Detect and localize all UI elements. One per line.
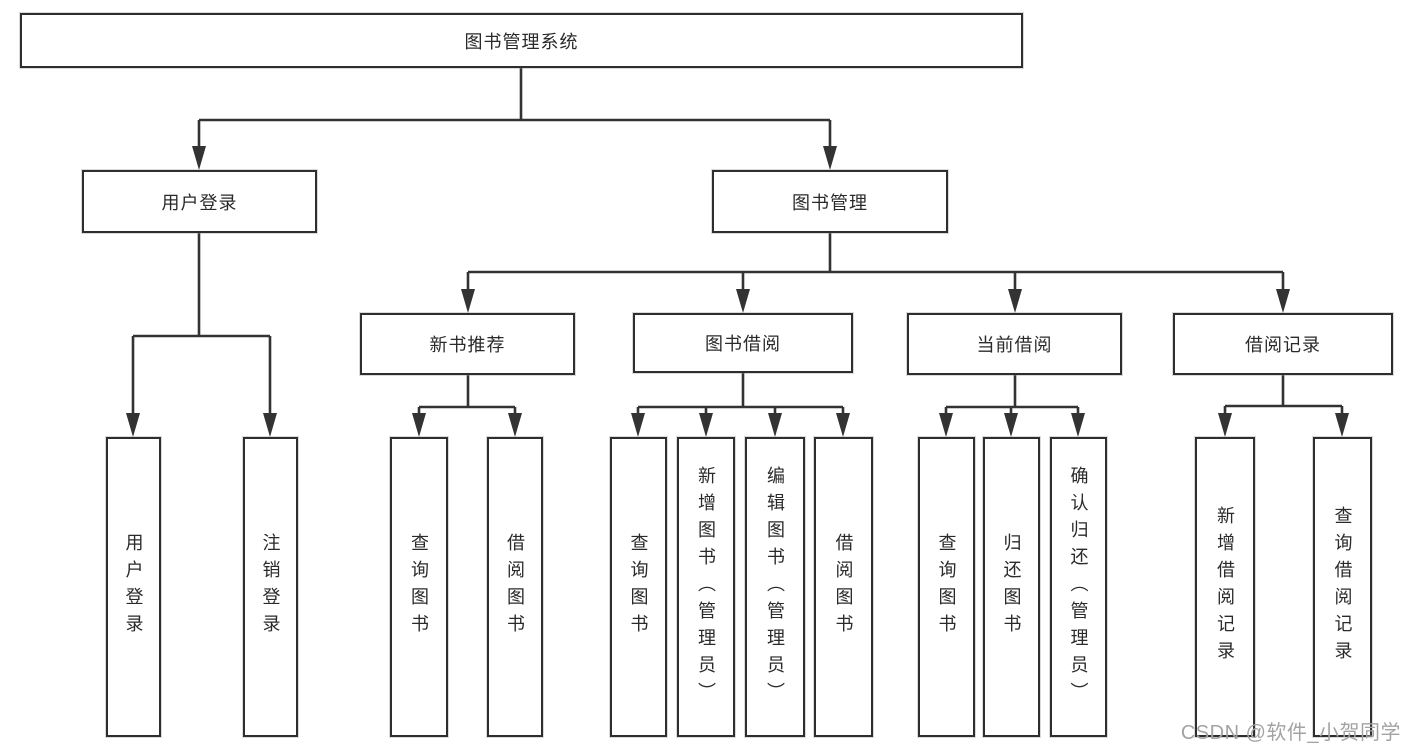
node-book-management: 图书管理 xyxy=(712,170,948,233)
leaf-logout: 注销登录 xyxy=(243,437,298,737)
node-label: 注销登录 xyxy=(260,533,281,641)
node-label: 查询图书 xyxy=(409,533,429,641)
node-label: 新书推荐 xyxy=(429,335,506,355)
node-label: 归还图书 xyxy=(1001,533,1022,641)
node-label: 确认归还（管理员） xyxy=(1068,465,1089,709)
leaf-edit-books-admin: 编辑图书（管理员） xyxy=(745,437,805,737)
node-user-login: 用户登录 xyxy=(82,170,317,233)
leaf-query-books-recommend: 查询图书 xyxy=(390,437,448,737)
node-label: 借阅图书 xyxy=(833,533,854,641)
node-label: 查询图书 xyxy=(628,533,649,641)
node-new-book-recommend: 新书推荐 xyxy=(360,313,575,375)
leaf-return-books: 归还图书 xyxy=(983,437,1040,737)
leaf-add-books-admin: 新增图书（管理员） xyxy=(677,437,735,737)
node-label: 新增图书（管理员） xyxy=(696,465,716,709)
csdn-watermark: CSDN @软件_小贺同学 xyxy=(1180,722,1401,744)
node-library-management-system: 图书管理系统 xyxy=(20,13,1023,68)
node-label: 借阅记录 xyxy=(1245,335,1321,355)
node-current-borrowing: 当前借阅 xyxy=(907,313,1122,375)
leaf-confirm-return-admin: 确认归还（管理员） xyxy=(1050,437,1107,737)
node-label: 用户登录 xyxy=(161,192,238,213)
node-label: 编辑图书（管理员） xyxy=(765,465,785,709)
node-label: 借阅图书 xyxy=(505,533,525,641)
arrowheads xyxy=(126,146,1349,437)
leaf-add-borrow-record: 新增借阅记录 xyxy=(1195,437,1255,737)
node-label: 用户登录 xyxy=(123,533,144,641)
node-label: 新增借阅记录 xyxy=(1215,506,1235,668)
leaf-user-login: 用户登录 xyxy=(106,437,161,737)
leaf-query-books-current: 查询图书 xyxy=(918,437,975,737)
node-borrow-records: 借阅记录 xyxy=(1173,313,1393,375)
node-label: 图书管理系统 xyxy=(464,31,579,52)
leaf-query-borrow-record: 查询借阅记录 xyxy=(1313,437,1372,737)
node-label: 图书借阅 xyxy=(705,334,781,354)
leaf-borrow-books: 借阅图书 xyxy=(814,437,873,737)
node-label: 当前借阅 xyxy=(976,335,1053,355)
node-label: 查询图书 xyxy=(936,533,957,641)
leaf-query-books: 查询图书 xyxy=(610,437,667,737)
leaf-borrow-books-recommend: 借阅图书 xyxy=(487,437,543,737)
connector-edges xyxy=(131,68,1344,425)
node-book-borrowing: 图书借阅 xyxy=(633,313,853,373)
node-label: 图书管理 xyxy=(792,192,868,213)
node-label: 查询借阅记录 xyxy=(1332,506,1353,668)
